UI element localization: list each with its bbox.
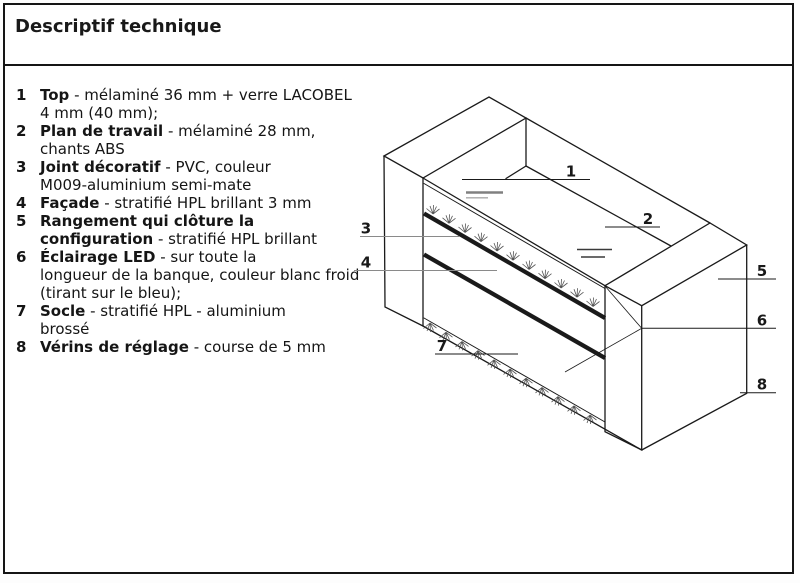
spec-list: 1 Top - mélaminé 36 mm + verre LACOBEL 4… — [16, 86, 372, 356]
counter-top-back-edge — [525, 117, 711, 224]
leader-6-branch-down — [564, 327, 642, 373]
counter-top-middle-edge — [525, 165, 672, 247]
page-border-frame: Descriptif technique 1 Top - mélaminé 36… — [3, 3, 794, 574]
counter-top-front-edge — [422, 177, 606, 287]
spec-item-3: 3 Joint décoratif - PVC, couleur M009-al… — [16, 158, 271, 194]
desk-outline — [382, 96, 748, 452]
joint-band-lower — [422, 252, 607, 360]
page-title: Descriptif technique — [15, 16, 222, 37]
item-number: 5 — [16, 212, 27, 230]
right-pillar — [603, 222, 748, 307]
callout-4: 4 — [361, 254, 371, 272]
spec-item-8: 8 Vérins de réglage - course de 5 mm — [16, 338, 326, 356]
callout-labels: 1 2 3 4 5 6 7 8 — [361, 163, 767, 394]
spec-item-6: 6 Éclairage LED - sur toute la longueur … — [16, 248, 360, 302]
item-number: 7 — [16, 302, 27, 320]
callout-1: 1 — [566, 163, 576, 181]
joint-band-upper — [422, 211, 607, 320]
item-number: 6 — [16, 248, 27, 266]
callout-8: 8 — [757, 376, 767, 394]
callout-6: 6 — [757, 311, 767, 329]
spec-item-7: 7 Socle - stratifié HPL - aluminium bros… — [16, 302, 286, 338]
spec-item-5: 5 Rangement qui clôture la configuration… — [16, 212, 317, 248]
callout-leader-lines — [435, 179, 776, 394]
leader-6-branch-up — [604, 285, 643, 329]
callout-3: 3 — [361, 220, 371, 238]
spec-item-4: 4 Façade - stratifié HPL brillant 3 mm — [16, 194, 312, 212]
callout-5: 5 — [757, 262, 767, 280]
item-number: 8 — [16, 338, 27, 356]
callout-7: 7 — [437, 337, 447, 355]
item-number: 2 — [16, 122, 27, 140]
socle-top-edge — [423, 317, 606, 423]
led-spray-row-top — [426, 204, 600, 307]
item-number: 4 — [16, 194, 27, 212]
glass-reflections — [466, 191, 612, 258]
decorative-bands — [422, 211, 607, 360]
spec-item-2: 2 Plan de travail - mélaminé 28 mm, chan… — [16, 122, 316, 158]
floor-edge — [422, 325, 643, 451]
title-bar: Descriptif technique — [5, 5, 792, 66]
callout-2: 2 — [643, 210, 653, 228]
left-pillar — [382, 96, 528, 179]
item-number: 3 — [16, 158, 27, 176]
callout-leader-lines-gray — [354, 235, 497, 272]
spec-item-1: 1 Top - mélaminé 36 mm + verre LACOBEL 4… — [16, 86, 352, 122]
item-number: 1 — [16, 86, 27, 104]
